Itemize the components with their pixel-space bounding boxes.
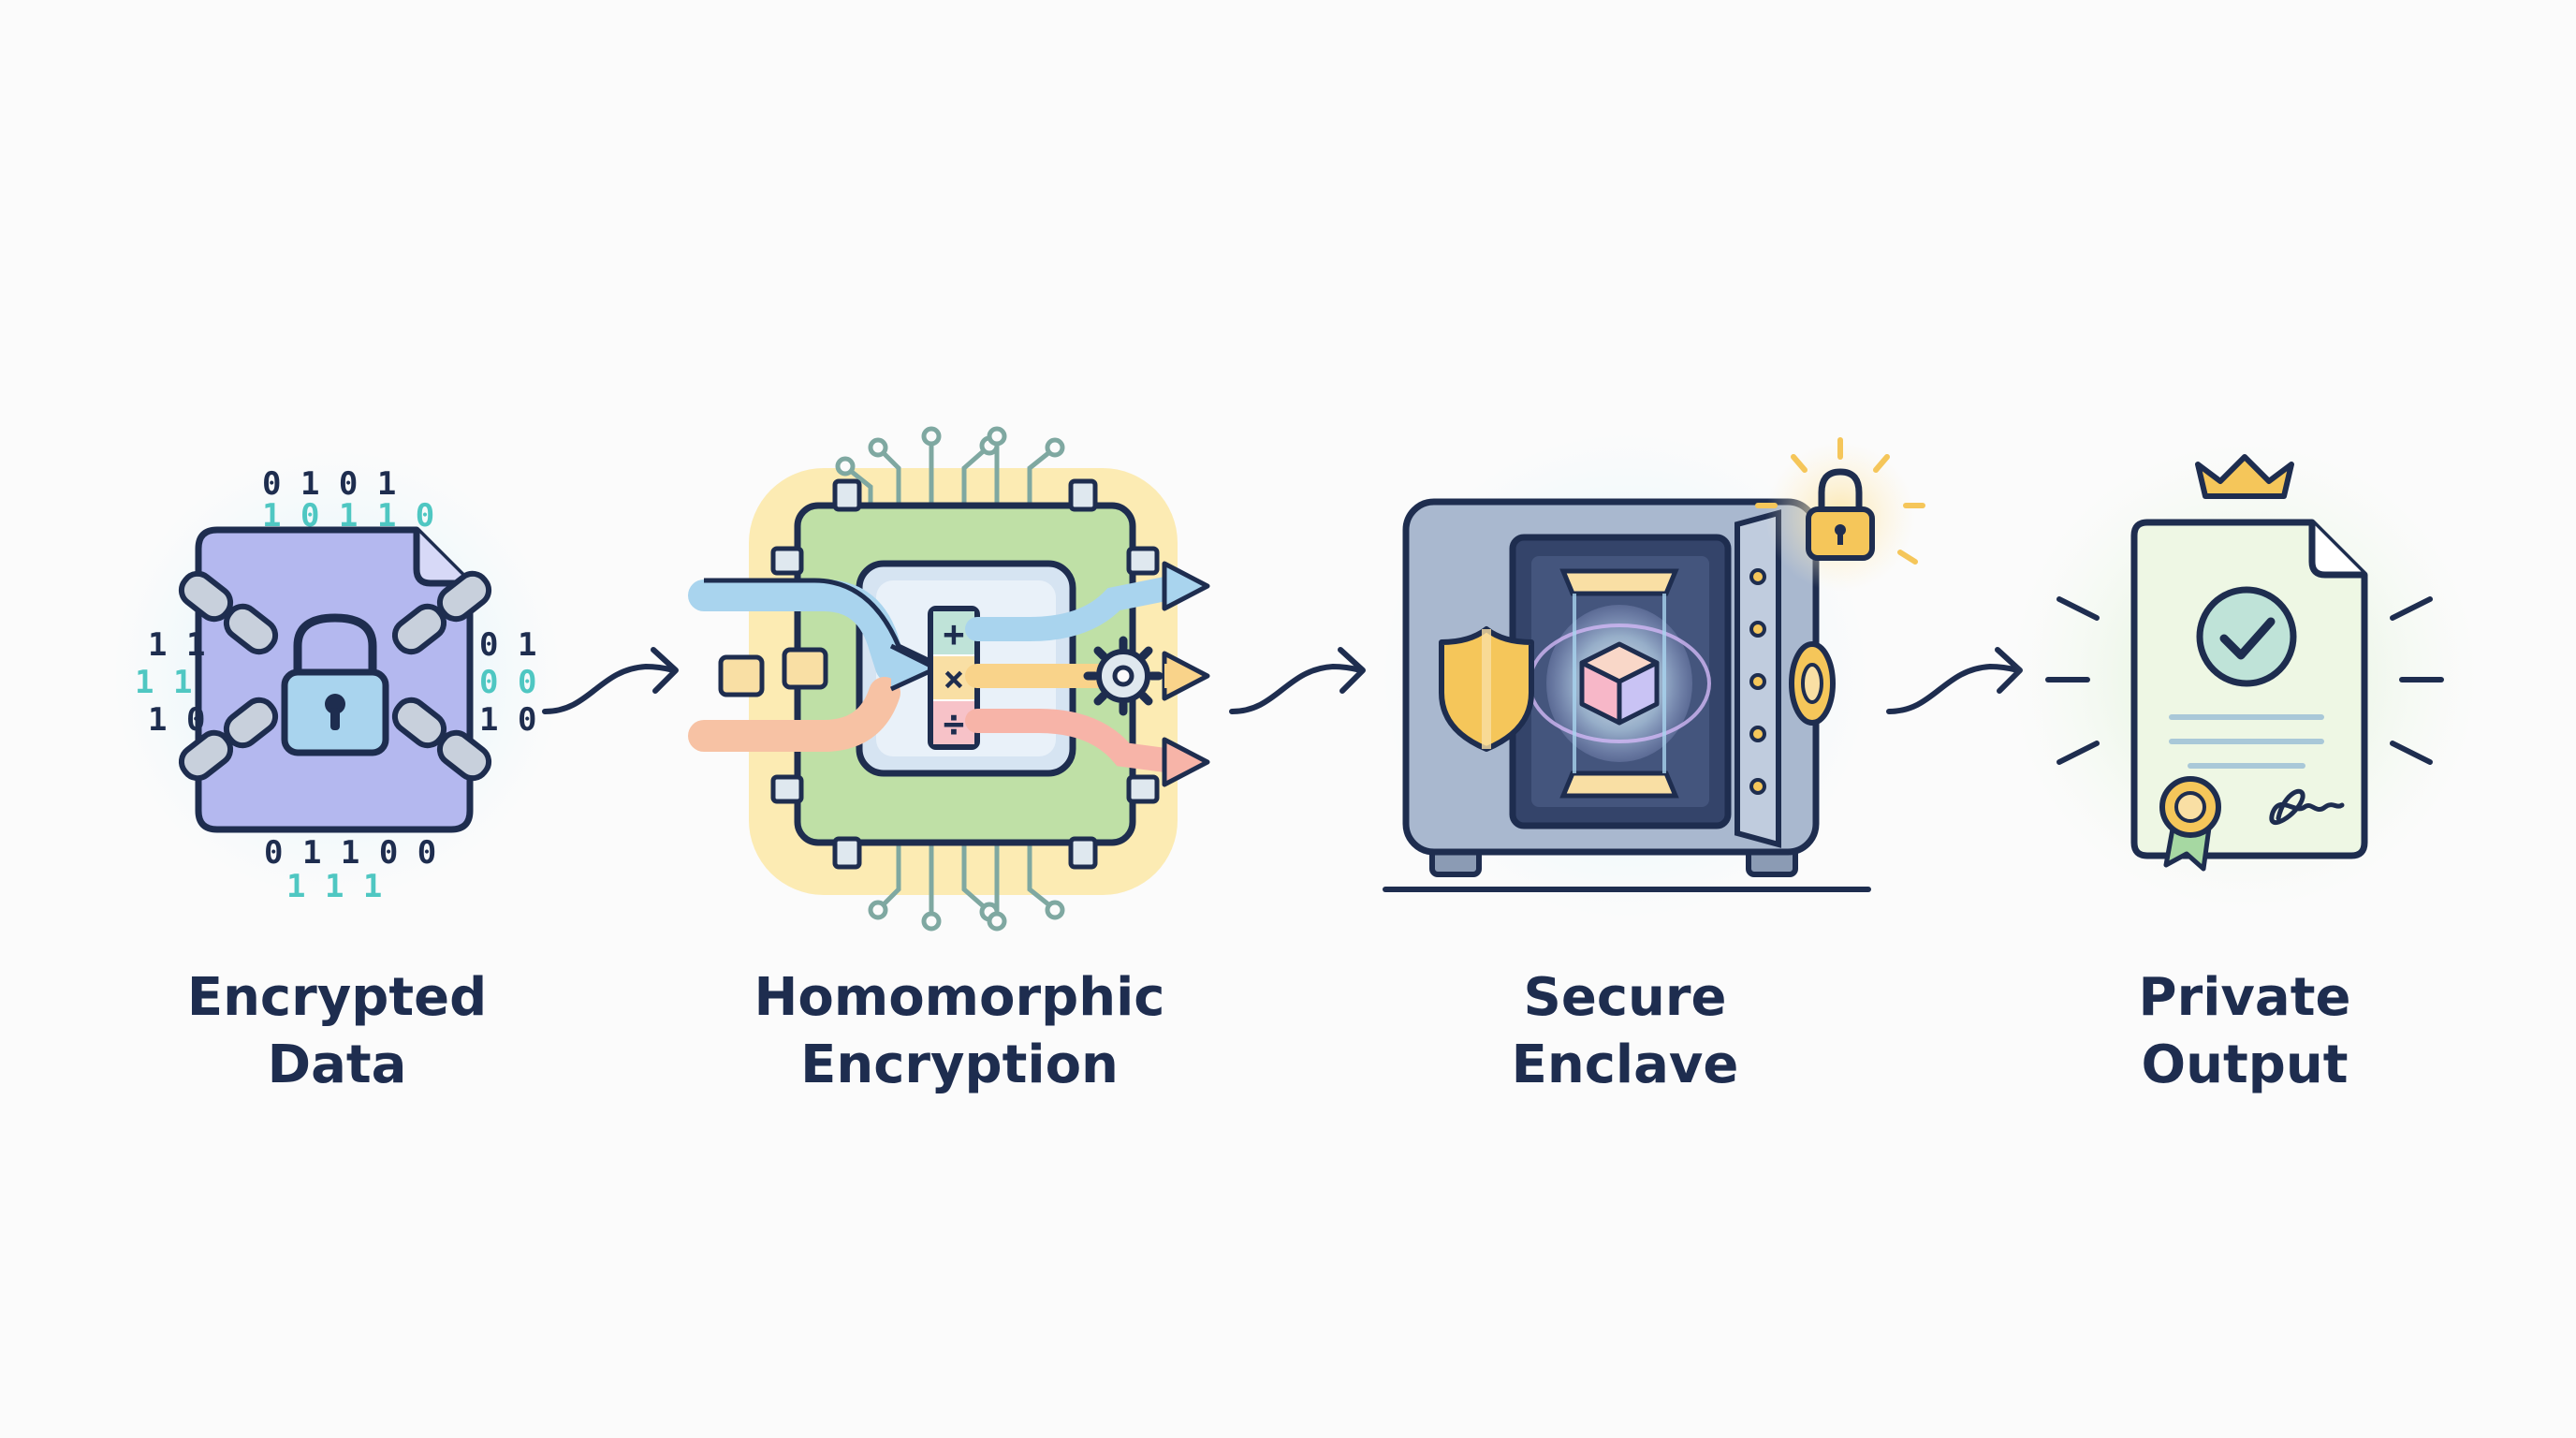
binary-left-3: 1 0: [148, 701, 205, 739]
stage-label-line: Encryption: [800, 1034, 1119, 1095]
divide-operation: ÷: [944, 703, 965, 744]
stage-label-line: Homomorphic: [754, 967, 1165, 1028]
processor-chip-icon: + × ÷: [688, 426, 1210, 932]
stage-label-line: Enclave: [1511, 1034, 1739, 1095]
stage-label-encrypted-data: Encrypted Data: [75, 964, 599, 1099]
binary-digits: 0 1 0 1 1 0 1 1 0 1 1 1 1 1 0 0 1 0 0 1 …: [135, 465, 536, 905]
binary-right-2: 0 0: [479, 664, 536, 701]
stage-label-line: Encrypted: [186, 967, 488, 1028]
padlock-icon: [281, 613, 389, 756]
stage-label-line: Output: [2141, 1034, 2349, 1095]
stage-label-line: Private: [2138, 967, 2351, 1028]
multiply-operation: ×: [944, 658, 965, 699]
stage-label-line: Secure: [1523, 967, 1727, 1028]
binary-top-2: 1 0 1 1 0: [262, 497, 434, 535]
binary-left-1: 1 1: [148, 626, 205, 664]
flow-arrow-1: [542, 647, 679, 714]
stage-label-line: Data: [267, 1034, 407, 1095]
flow-arrow-2: [1229, 647, 1366, 714]
signature-icon: [2269, 788, 2345, 826]
seal-icon: [2159, 776, 2221, 872]
chain-icon: [178, 570, 492, 782]
binary-right-1: 0 1: [479, 626, 536, 664]
padlock-icon: [1755, 437, 1925, 592]
data-cube-icon: [1579, 641, 1660, 726]
stage-label-private-output: Private Output: [1983, 964, 2507, 1099]
binary-top-1: 0 1 0 1: [262, 465, 396, 503]
gear-icon: [1083, 636, 1164, 716]
stage-label-homomorphic-encryption: Homomorphic Encryption: [697, 964, 1222, 1099]
crown-icon: [2195, 454, 2294, 499]
certificate-icon: [2011, 442, 2479, 910]
binary-bottom-1: 0 1 1 0 0: [264, 834, 436, 872]
vault-icon: [1382, 433, 1925, 919]
stage-label-secure-enclave: Secure Enclave: [1363, 964, 1887, 1099]
binary-bottom-2: 1 1 1: [286, 868, 382, 905]
binary-right-3: 1 0: [479, 701, 536, 739]
binary-left-2: 1 1: [135, 664, 192, 701]
shield-icon: [1439, 626, 1534, 752]
checkmark-icon: [2196, 586, 2297, 687]
flow-arrow-3: [1886, 647, 2023, 714]
add-operation: +: [944, 613, 965, 654]
locked-file-icon: [112, 449, 562, 899]
